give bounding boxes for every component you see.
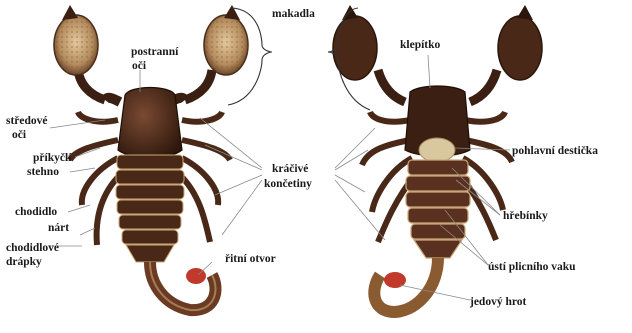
label-klepitko: klepítko: [400, 39, 441, 51]
label-stredove-oci-line1: středové: [6, 115, 48, 127]
label-chodidlo: chodidlo: [15, 206, 57, 218]
label-makadla: makadla: [272, 8, 315, 20]
abdomen-segments: [116, 155, 184, 262]
label-kracive-koncetiny-line1: kráčivé: [272, 163, 308, 175]
label-stehno: stehno: [27, 166, 59, 178]
label-kracive-koncetiny-line2: končetiny: [264, 178, 312, 190]
label-prikycli: příkyčlí: [33, 152, 72, 164]
label-chodidlove-drapky-line2: drápky: [6, 256, 42, 268]
label-jedovy-hrot: jedový hrot: [469, 296, 526, 308]
label-nart: nárt: [48, 222, 69, 234]
label-hrebinky: hřebínky: [503, 210, 548, 222]
label-ritni-otvor: řitní otvor: [225, 253, 276, 265]
ventral-abdomen-segments: [406, 160, 470, 258]
label-stredove-oci-line2: oči: [12, 129, 27, 141]
label-usti-plicniho-vaku: ústí plicního vaku: [488, 261, 576, 273]
label-pohlavni-desticka: pohlavní destička: [512, 145, 598, 157]
label-chodidlove-drapky-line1: chodidlové: [6, 242, 59, 254]
label-postranni-oci-line1: postranní: [131, 46, 179, 58]
label-postranni-oci-line2: oči: [132, 60, 147, 72]
